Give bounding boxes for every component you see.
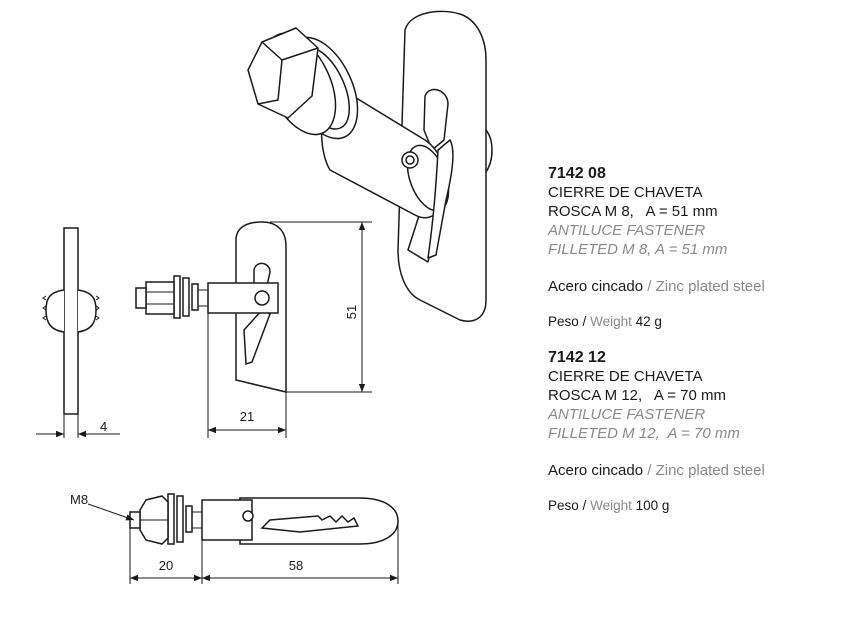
side-plate	[63, 227, 79, 415]
product-1-weight-en: Weight	[590, 314, 632, 329]
side-serrated-washer	[45, 289, 65, 333]
product-2-name-en: ANTILUCE FASTENER	[548, 406, 706, 423]
front-washer-2	[182, 277, 190, 317]
dim-body-length: 58	[289, 558, 303, 573]
top-washer-1	[167, 493, 175, 545]
product-1: 7142 08 CIERRE DE CHAVETA ROSCA M 8, A =…	[548, 164, 838, 331]
iso-hex-nut	[247, 27, 319, 119]
product-2-spec-es: ROSCA M 12, A = 70 mm	[548, 387, 726, 404]
product-1-material: Acero cincado / Zinc plated steel	[548, 277, 838, 296]
product-2-code: 7142 12	[548, 349, 606, 366]
product-2-material: Acero cincado / Zinc plated steel	[548, 461, 838, 480]
thread-leader	[87, 503, 135, 521]
product-2-material-sep: /	[647, 462, 652, 479]
product-1-weight-value: 42 g	[635, 314, 662, 329]
product-2-weight-es: Peso	[548, 498, 579, 513]
product-2-weight: Peso / Weight 100 g	[548, 496, 838, 515]
top-lever	[260, 514, 360, 533]
product-1-material-en: Zinc plated steel	[655, 278, 765, 295]
product-1-code: 7142 08	[548, 165, 606, 182]
front-hex-nut	[145, 281, 175, 315]
product-2-spec-en: FILLETED M 12, A = 70 mm	[548, 425, 740, 442]
dim-thickness: 4	[100, 419, 107, 434]
product-2-material-es: Acero cincado	[548, 462, 644, 479]
front-washer-1	[173, 275, 181, 319]
dim-a-lines	[270, 221, 372, 393]
product-2-weight-sep: /	[582, 498, 587, 513]
dim-length-lines	[129, 521, 399, 584]
dim-nut-length: 20	[159, 558, 173, 573]
product-1-weight-sep: /	[582, 314, 587, 329]
product-1-spec-es: ROSCA M 8, A = 51 mm	[548, 203, 718, 220]
product-1-name-es: CIERRE DE CHAVETA	[548, 184, 703, 201]
dim-thread: M8	[70, 492, 88, 507]
product-1-material-sep: /	[647, 278, 652, 295]
product-2: 7142 12 CIERRE DE CHAVETA ROSCA M 12, A …	[548, 348, 838, 515]
iso-lever	[427, 139, 454, 259]
dim-a: 51	[344, 305, 359, 319]
isometric-view	[247, 10, 493, 322]
dim-width-lines	[207, 313, 287, 438]
product-1-spec-en: FILLETED M 8, A = 51 mm	[548, 241, 728, 258]
product-1-weight: Peso / Weight 42 g	[548, 312, 838, 331]
product-2-weight-en: Weight	[590, 498, 632, 513]
product-1-weight-es: Peso	[548, 314, 579, 329]
side-view	[36, 227, 120, 438]
product-1-material-es: Acero cincado	[548, 278, 644, 295]
product-2-weight-value: 100 g	[635, 498, 670, 513]
top-view	[129, 493, 399, 545]
front-view	[135, 221, 287, 393]
top-body	[201, 499, 253, 541]
product-2-material-en: Zinc plated steel	[655, 462, 765, 479]
product-1-name-en: ANTILUCE FASTENER	[548, 222, 706, 239]
iso-plate-slot	[423, 88, 449, 151]
dim-width: 21	[240, 409, 254, 424]
top-washer-2	[176, 495, 184, 543]
product-2-name-es: CIERRE DE CHAVETA	[548, 368, 703, 385]
